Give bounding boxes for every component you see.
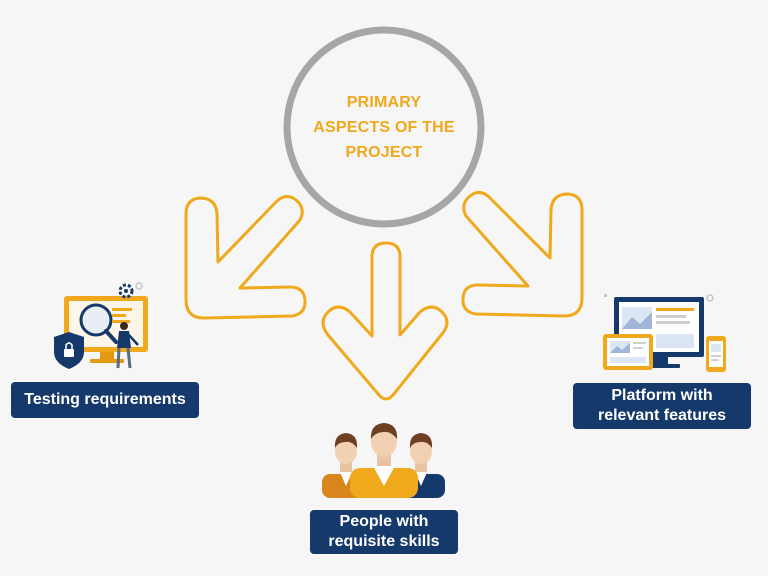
testing-requirements-label: Testing requirements	[11, 382, 199, 418]
arrow-down-right	[461, 191, 584, 318]
label-text: Testing requirements	[24, 391, 186, 408]
magnifier-icon	[79, 303, 113, 337]
center-title-line: ASPECTS OF THE	[313, 119, 455, 136]
testing-requirements-icon	[54, 282, 148, 369]
people-group-icon	[322, 423, 445, 498]
center-circle	[283, 26, 485, 228]
label-text: People with	[339, 513, 429, 530]
platform-features-label: Platform with relevant features	[573, 383, 751, 429]
center-title-line: PRIMARY	[346, 94, 422, 111]
arrow-down-left	[184, 195, 307, 320]
label-text: relevant features	[597, 407, 727, 424]
platform-devices-icon	[603, 294, 726, 372]
gear-icon	[118, 283, 134, 299]
label-text: Platform with	[611, 387, 713, 404]
people-skills-label: People with requisite skills	[310, 510, 458, 554]
arrow-down	[321, 241, 449, 401]
center-title: PRIMARY ASPECTS OF THE PROJECT	[300, 90, 468, 165]
label-text: requisite skills	[328, 533, 440, 550]
center-title-line: PROJECT	[345, 144, 423, 161]
